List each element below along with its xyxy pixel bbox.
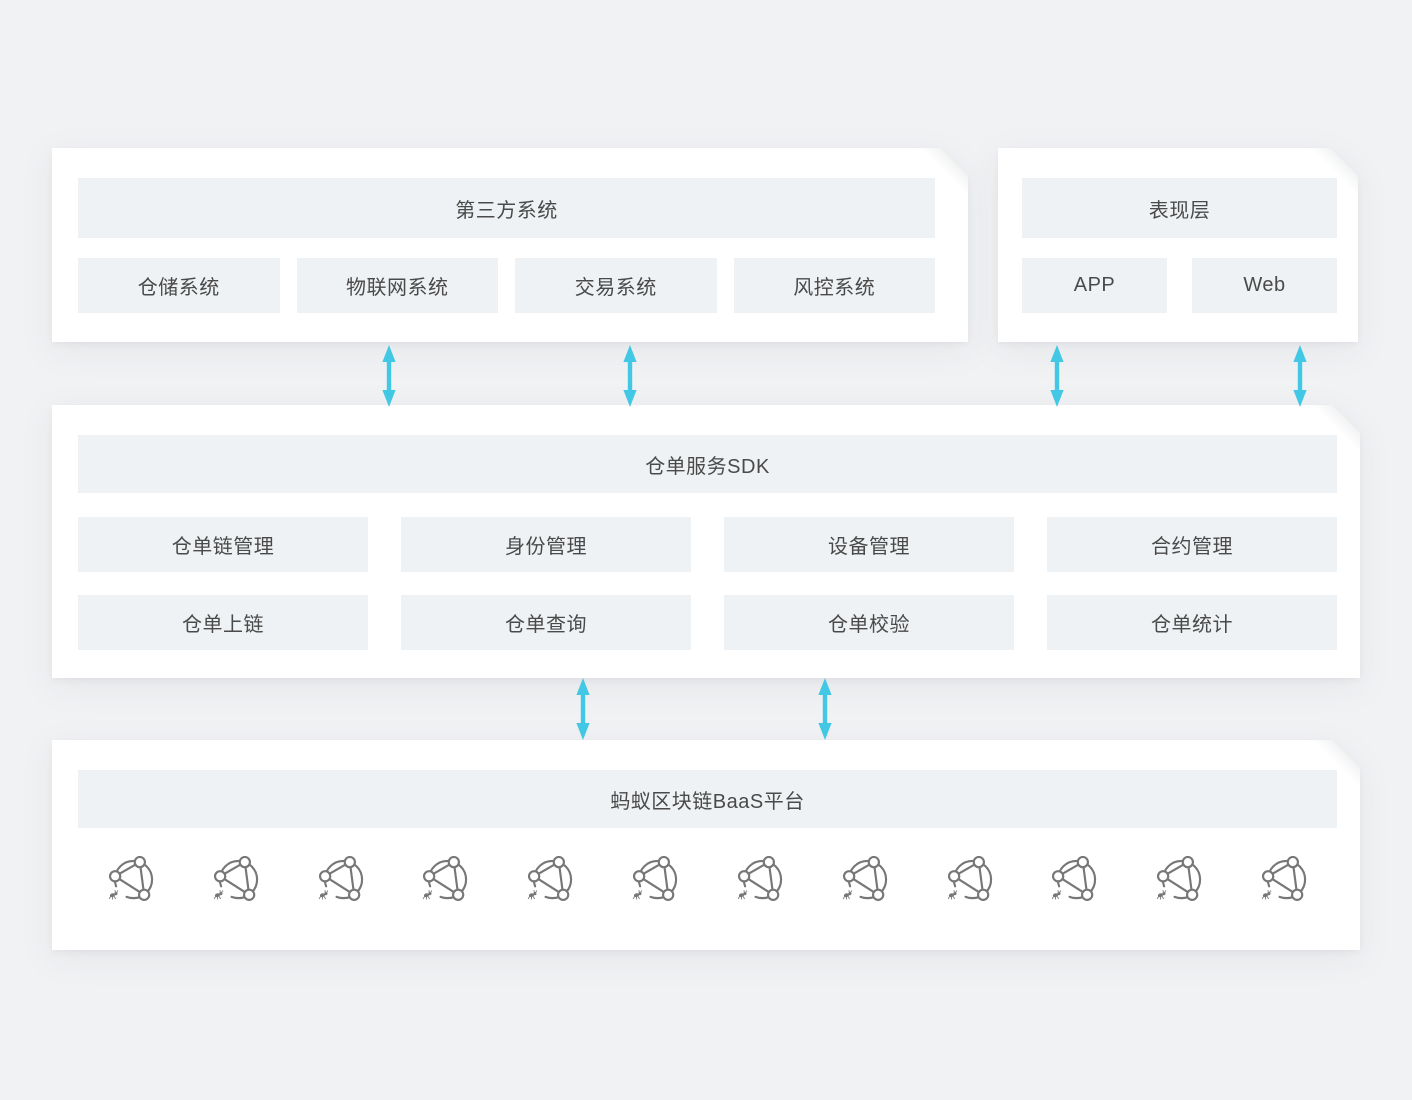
bidirectional-arrow-icon [1050, 345, 1064, 407]
ant-blockchain-network-icon [522, 856, 579, 905]
tile-web: Web [1192, 258, 1337, 313]
tile-identity-mgmt: 身份管理 [401, 517, 691, 572]
ant-blockchain-network-icon [1256, 856, 1313, 905]
card-receipt-sdk-body: 仓单服务SDK 仓单链管理 身份管理 设备管理 合约管理 仓单上链 仓单查询 仓… [52, 405, 1360, 678]
card-baas-body: 蚂蚁区块链BaaS平台 [52, 740, 1360, 950]
ant-blockchain-network-icon [837, 856, 894, 905]
presentation-title: 表现层 [1022, 178, 1337, 238]
card-baas-platform: 蚂蚁区块链BaaS平台 [52, 740, 1360, 950]
bidirectional-arrow-icon [576, 678, 590, 740]
tile-risk-control-system: 风控系统 [734, 258, 936, 313]
bidirectional-arrow-icon [1293, 345, 1307, 407]
bidirectional-arrow-icon [623, 345, 637, 407]
tile-receipt-onchain: 仓单上链 [78, 595, 368, 650]
ant-blockchain-network-icon [1151, 856, 1208, 905]
ant-blockchain-network-icon [942, 856, 999, 905]
ant-blockchain-network-icon [103, 856, 160, 905]
tile-trading-system: 交易系统 [515, 258, 717, 313]
tile-contract-mgmt: 合约管理 [1047, 517, 1337, 572]
card-third-party-body: 第三方系统 仓储系统 物联网系统 交易系统 风控系统 [52, 148, 968, 342]
ant-blockchain-network-icon [208, 856, 265, 905]
tile-receipt-query: 仓单查询 [401, 595, 691, 650]
tile-receipt-verify: 仓单校验 [724, 595, 1014, 650]
card-presentation-body: 表现层 APP Web [998, 148, 1358, 342]
tile-receipt-stats: 仓单统计 [1047, 595, 1337, 650]
ant-blockchain-network-icon [417, 856, 474, 905]
tile-app: APP [1022, 258, 1167, 313]
ant-blockchain-network-icon [1046, 856, 1103, 905]
tile-iot-system: 物联网系统 [297, 258, 499, 313]
ant-blockchain-network-icon [627, 856, 684, 905]
ant-blockchain-network-icon [313, 856, 370, 905]
third-party-title: 第三方系统 [78, 178, 935, 238]
bidirectional-arrow-icon [382, 345, 396, 407]
card-third-party-system: 第三方系统 仓储系统 物联网系统 交易系统 风控系统 [52, 148, 968, 342]
ant-blockchain-network-icon [732, 856, 789, 905]
tile-device-mgmt: 设备管理 [724, 517, 1014, 572]
card-presentation-layer: 表现层 APP Web [998, 148, 1358, 342]
card-receipt-sdk: 仓单服务SDK 仓单链管理 身份管理 设备管理 合约管理 仓单上链 仓单查询 仓… [52, 405, 1360, 678]
baas-title: 蚂蚁区块链BaaS平台 [78, 770, 1337, 828]
bidirectional-arrow-icon [818, 678, 832, 740]
blockchain-node-row [52, 856, 1360, 905]
tile-receipt-chain-mgmt: 仓单链管理 [78, 517, 368, 572]
tile-warehouse-system: 仓储系统 [78, 258, 280, 313]
receipt-sdk-title: 仓单服务SDK [78, 435, 1337, 493]
